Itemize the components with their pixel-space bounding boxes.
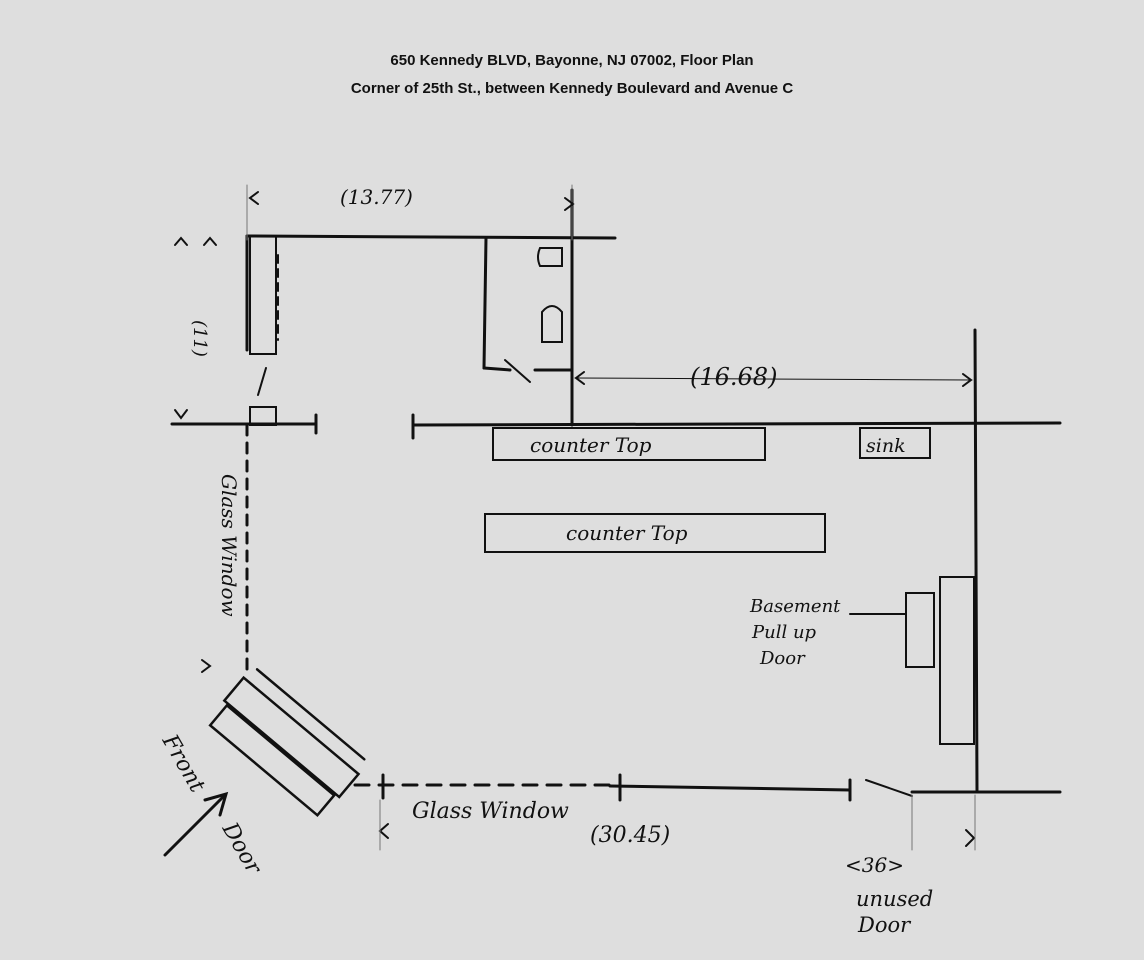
- title-address: 650 Kennedy BLVD, Bayonne, NJ 07002, Flo…: [390, 52, 754, 69]
- title-location: Corner of 25th St., between Kennedy Boul…: [350, 80, 794, 97]
- dim-left-label: (11): [189, 320, 210, 357]
- window-frame-upper: [249, 235, 277, 355]
- toilet-fixture: [541, 305, 563, 343]
- right-cabinet: [939, 576, 975, 745]
- front-door-label-2: Door: [216, 818, 266, 880]
- main-top-wall: [411, 421, 1062, 427]
- sink-counter: [859, 427, 931, 459]
- basement-label-1: Basement: [749, 596, 841, 617]
- left-glass-label: Glass Window: [217, 474, 241, 617]
- front-door-label-1: Front: [156, 730, 209, 797]
- bathroom-door: [504, 359, 531, 383]
- dim-line-right: [574, 377, 973, 381]
- counter-top-1-label: counter Top: [530, 433, 652, 457]
- basement-door: [905, 592, 935, 668]
- sink-fixture: [537, 247, 563, 267]
- bottom-glass-label: Glass Window: [412, 799, 569, 824]
- unused-door-label-2: Door: [857, 913, 912, 937]
- front-door: [208, 668, 366, 818]
- dim-door-label: <36>: [845, 853, 904, 877]
- basement-label-3: Door: [759, 648, 806, 669]
- unused-door-swing: [865, 779, 913, 797]
- bottom-wall: [608, 784, 852, 792]
- basement-label-2: Pull up: [751, 622, 817, 643]
- dim-top-label: (13.77): [340, 185, 413, 209]
- right-wall: [973, 328, 979, 792]
- counter-top-2: [484, 513, 826, 553]
- front-door-arrow: [163, 793, 227, 857]
- dim-right-label: (16.68): [690, 363, 777, 391]
- bathroom-wall-left: [482, 236, 488, 370]
- top-wall: [245, 234, 617, 240]
- counter-top-2-label: counter Top: [566, 521, 688, 545]
- unused-door-label-1: unused: [856, 887, 933, 911]
- counter-top-1: [492, 427, 766, 461]
- left-door-swing: [257, 367, 267, 396]
- sink-label: sink: [866, 435, 906, 457]
- dim-bottom-label: (30.45): [590, 823, 670, 848]
